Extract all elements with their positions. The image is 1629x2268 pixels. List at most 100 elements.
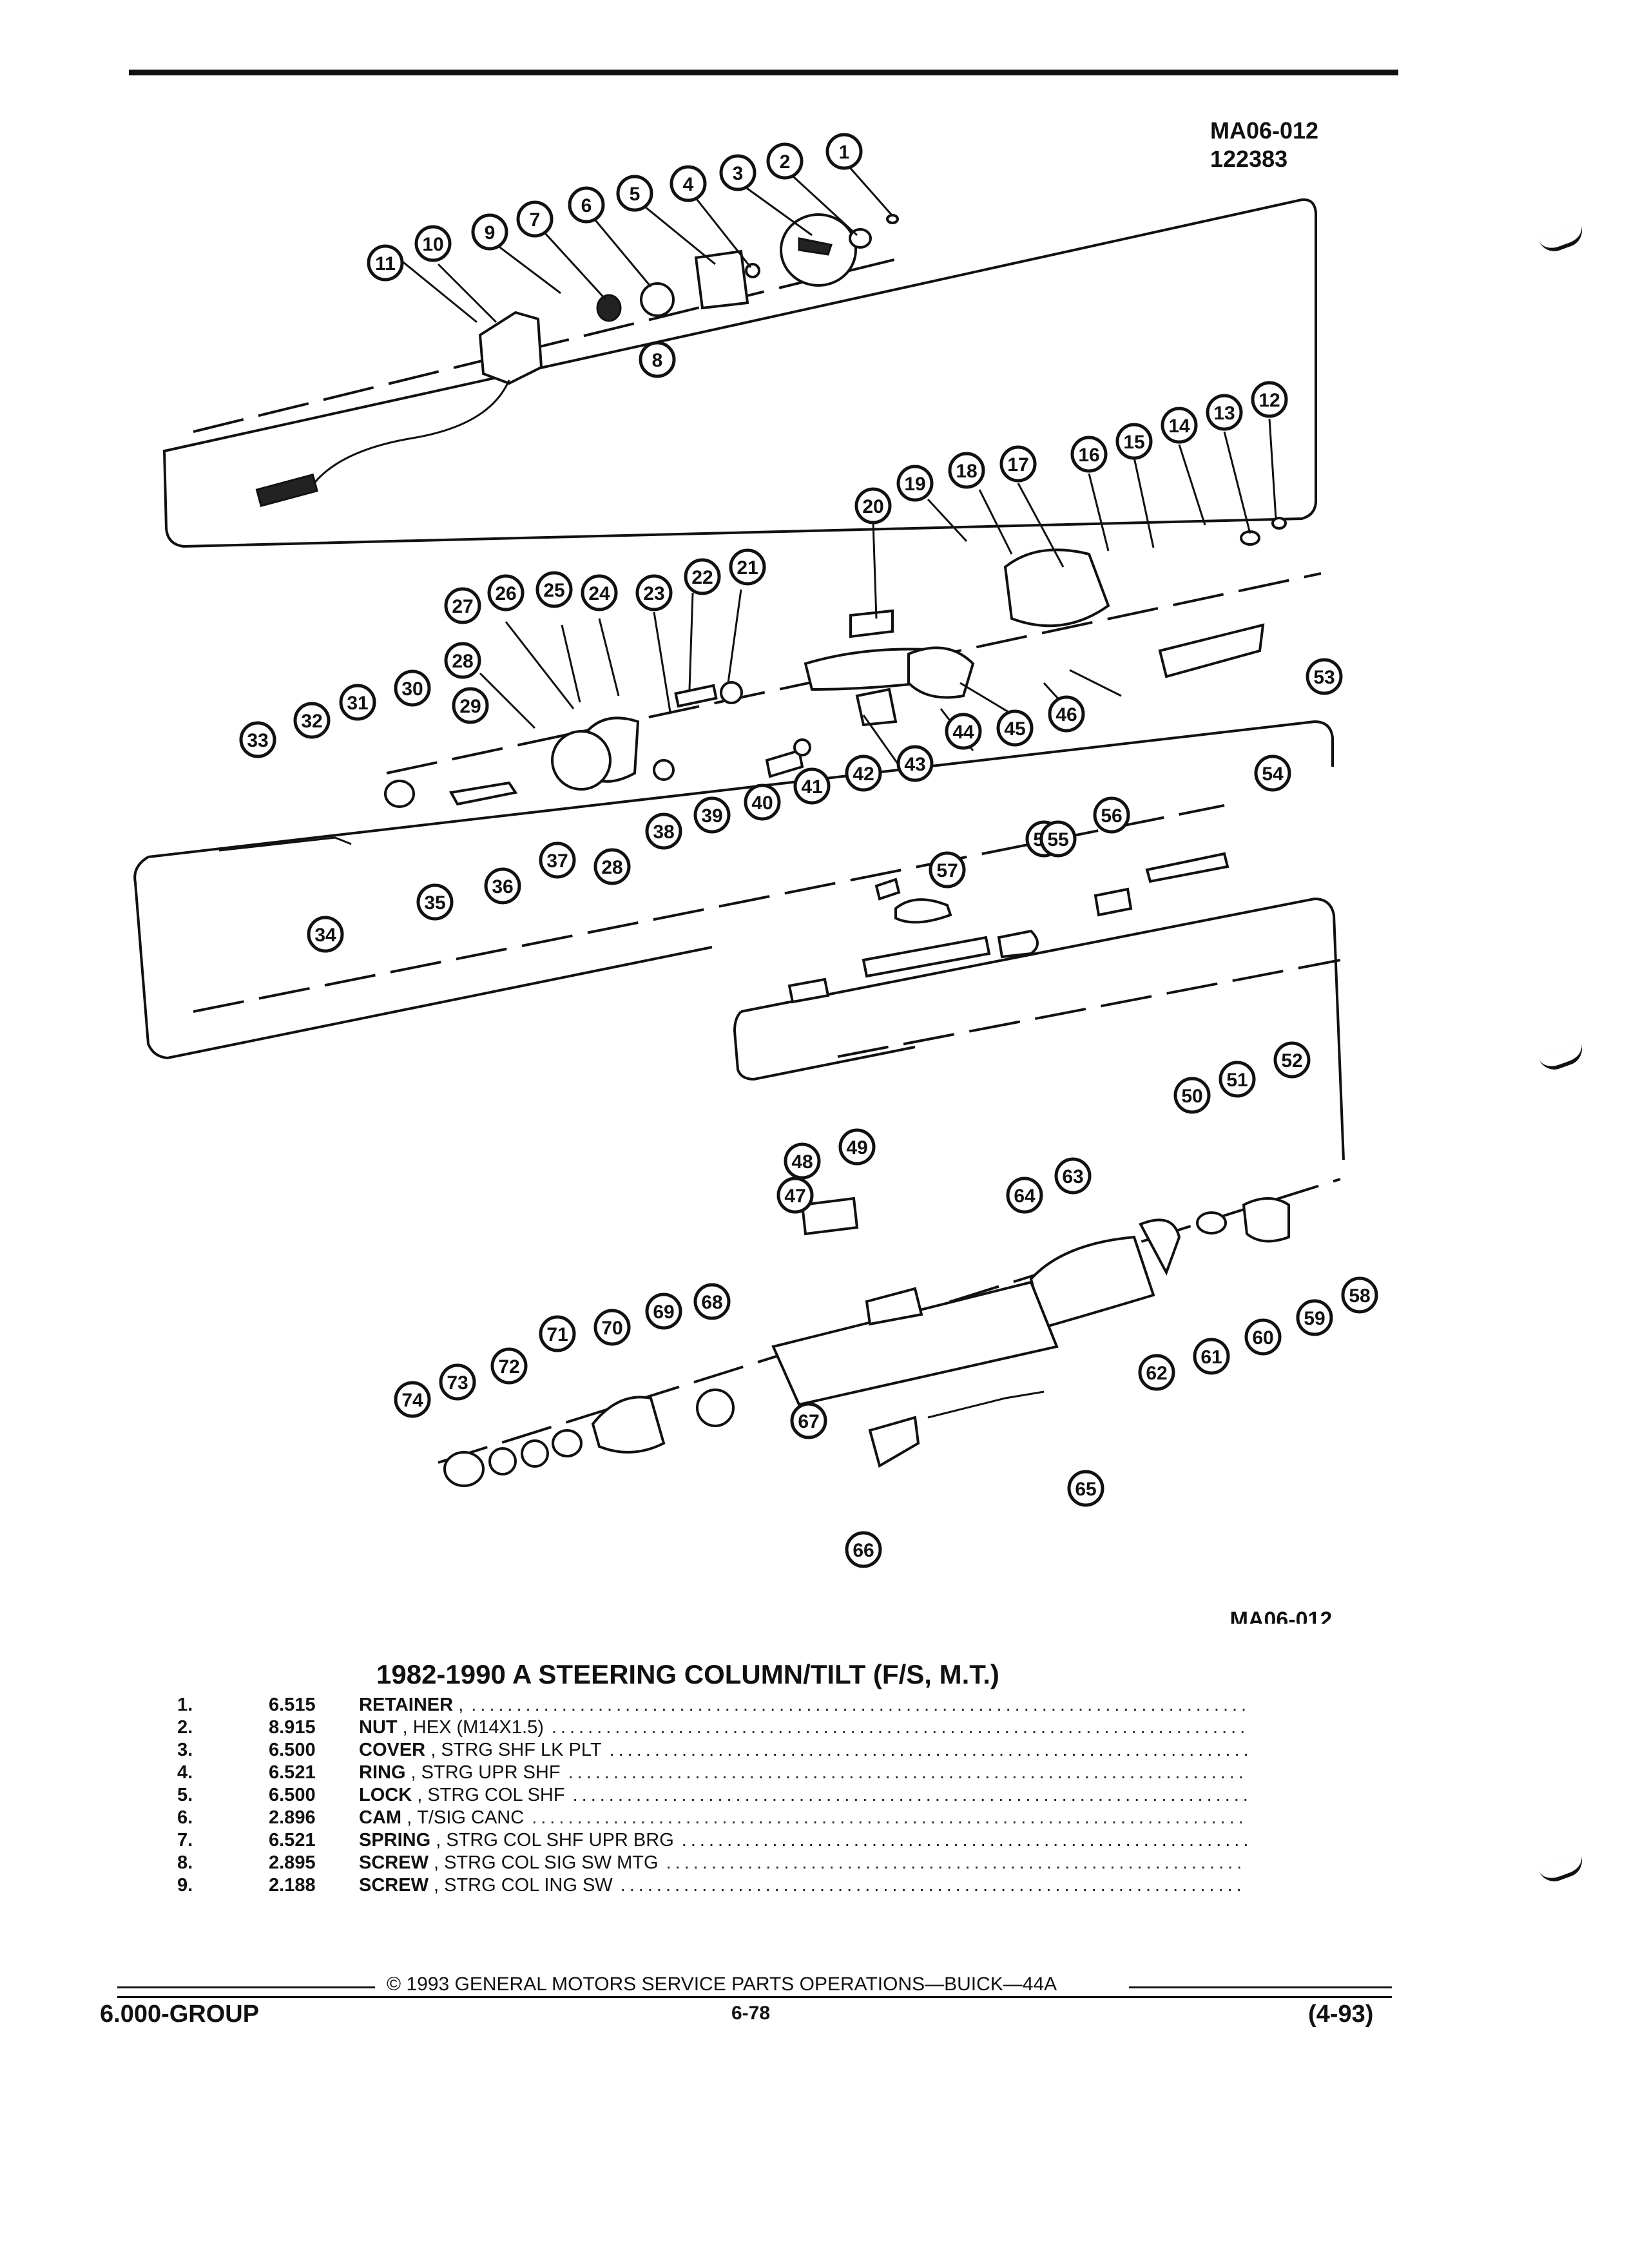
callout-31: 31 — [339, 684, 376, 721]
leader-dots — [610, 1740, 1247, 1761]
callout-10: 10 — [414, 225, 452, 262]
callout-label: 8 — [652, 350, 663, 371]
callout-17: 17 — [999, 445, 1037, 483]
callout-label: 64 — [1014, 1186, 1036, 1207]
callout-label: 34 — [314, 925, 336, 946]
callout-25: 25 — [535, 571, 573, 608]
callout-label: 56 — [1101, 805, 1122, 827]
callout-label: 54 — [1262, 764, 1284, 785]
callout-label: 36 — [492, 876, 513, 898]
leader-dots — [573, 1785, 1247, 1806]
upper-section-panel — [162, 198, 1317, 548]
callout-5: 5 — [616, 175, 653, 212]
part-separator: , — [428, 1852, 445, 1873]
part-separator: , — [453, 1695, 464, 1715]
callout-label: 21 — [737, 557, 758, 579]
callout-33: 33 — [239, 721, 276, 758]
part-number: 6. — [177, 1807, 193, 1828]
callout-label: 25 — [543, 580, 564, 601]
callout-label: 29 — [459, 696, 481, 717]
callout-label: 33 — [247, 730, 268, 751]
lower-parts — [443, 929, 1290, 1487]
callout-label: 16 — [1078, 445, 1099, 466]
callout-55-duplicate: 55 — [1039, 820, 1077, 858]
part-name: NUT — [359, 1717, 398, 1738]
part-description: STRG COL SIG SW MTG — [444, 1852, 659, 1873]
callout-label: 52 — [1281, 1050, 1302, 1072]
callout-label: 57 — [936, 860, 958, 881]
part-description: STRG COL ING SW — [444, 1875, 613, 1896]
callout-72: 72 — [490, 1347, 528, 1385]
part-number: 9. — [177, 1875, 193, 1896]
callout-label: 3 — [733, 163, 744, 184]
callout-label: 72 — [498, 1356, 519, 1378]
callout-label: 15 — [1123, 432, 1144, 453]
callout-label: 70 — [601, 1318, 622, 1339]
part-name: LOCK — [359, 1785, 412, 1805]
callout-label: 41 — [801, 776, 822, 798]
footer-rule — [117, 1996, 1392, 1998]
footer-copyright: © 1993 GENERAL MOTORS SERVICE PARTS OPER… — [387, 1974, 1057, 1995]
callout-label: 22 — [691, 567, 713, 588]
callout-label: 69 — [653, 1302, 674, 1323]
exploded-steering-column-diagram: 1234567891011121314151617181920212223242… — [133, 133, 1378, 1624]
part-description: STRG COL SHF UPR BRG — [446, 1830, 674, 1850]
callout-1: 1 — [825, 133, 863, 170]
callout-9: 9 — [471, 213, 508, 251]
callout-64: 64 — [1006, 1177, 1043, 1214]
callout-54: 54 — [1254, 754, 1291, 792]
callout-label: 2 — [780, 151, 791, 173]
callout-group: 1234567891011121314151617181920212223242… — [239, 133, 1378, 1568]
callout-35: 35 — [416, 883, 454, 921]
callout-60: 60 — [1244, 1318, 1282, 1356]
callout-label: 65 — [1075, 1479, 1096, 1500]
callout-39: 39 — [693, 796, 731, 834]
callout-label: 62 — [1146, 1363, 1167, 1384]
callout-label: 55 — [1047, 829, 1068, 850]
part-code: 6.515 — [269, 1695, 316, 1715]
part-description: STRG COL SHF — [427, 1785, 565, 1805]
part-code: 2.188 — [269, 1875, 316, 1896]
callout-label: 24 — [588, 583, 610, 604]
callout-40: 40 — [744, 783, 781, 821]
callout-58: 58 — [1341, 1276, 1378, 1314]
callout-label: 4 — [683, 174, 694, 195]
callout-label: 7 — [530, 209, 541, 231]
part-separator: , — [425, 1740, 441, 1760]
callout-42: 42 — [845, 754, 882, 792]
callout-label: 5 — [630, 184, 641, 205]
leader-dots — [471, 1695, 1247, 1716]
callout-50: 50 — [1173, 1077, 1211, 1114]
callout-65: 65 — [1067, 1470, 1104, 1507]
callout-label: 48 — [791, 1151, 813, 1173]
part-separator: , — [428, 1875, 445, 1896]
callout-label: 10 — [422, 234, 443, 255]
callout-61: 61 — [1193, 1338, 1230, 1375]
part-name: SCREW — [359, 1875, 429, 1896]
callout-label: 61 — [1200, 1347, 1222, 1368]
footer-rule — [1129, 1986, 1392, 1988]
part-name: SCREW — [359, 1852, 429, 1873]
callout-14: 14 — [1161, 407, 1198, 444]
part-separator: , — [412, 1785, 428, 1805]
part-code: 6.500 — [269, 1740, 316, 1760]
leader-dots — [552, 1717, 1247, 1738]
callout-label: 71 — [546, 1324, 568, 1345]
callout-44: 44 — [945, 713, 982, 750]
callout-68: 68 — [693, 1283, 731, 1320]
figure-code: MA06-012 — [1210, 117, 1319, 144]
callout-label: 18 — [956, 461, 977, 482]
callout-label: 32 — [301, 711, 322, 732]
top-rule — [129, 70, 1398, 75]
part-number: 2. — [177, 1717, 193, 1738]
callout-label: 30 — [401, 678, 423, 700]
callout-label: 49 — [846, 1137, 867, 1158]
callout-43: 43 — [896, 745, 934, 782]
callout-label: 63 — [1062, 1166, 1083, 1187]
callout-label: 28 — [452, 651, 473, 672]
drawing-number: 122383 — [1210, 146, 1288, 172]
part-number: 3. — [177, 1740, 193, 1760]
callout-label: 53 — [1313, 667, 1335, 688]
